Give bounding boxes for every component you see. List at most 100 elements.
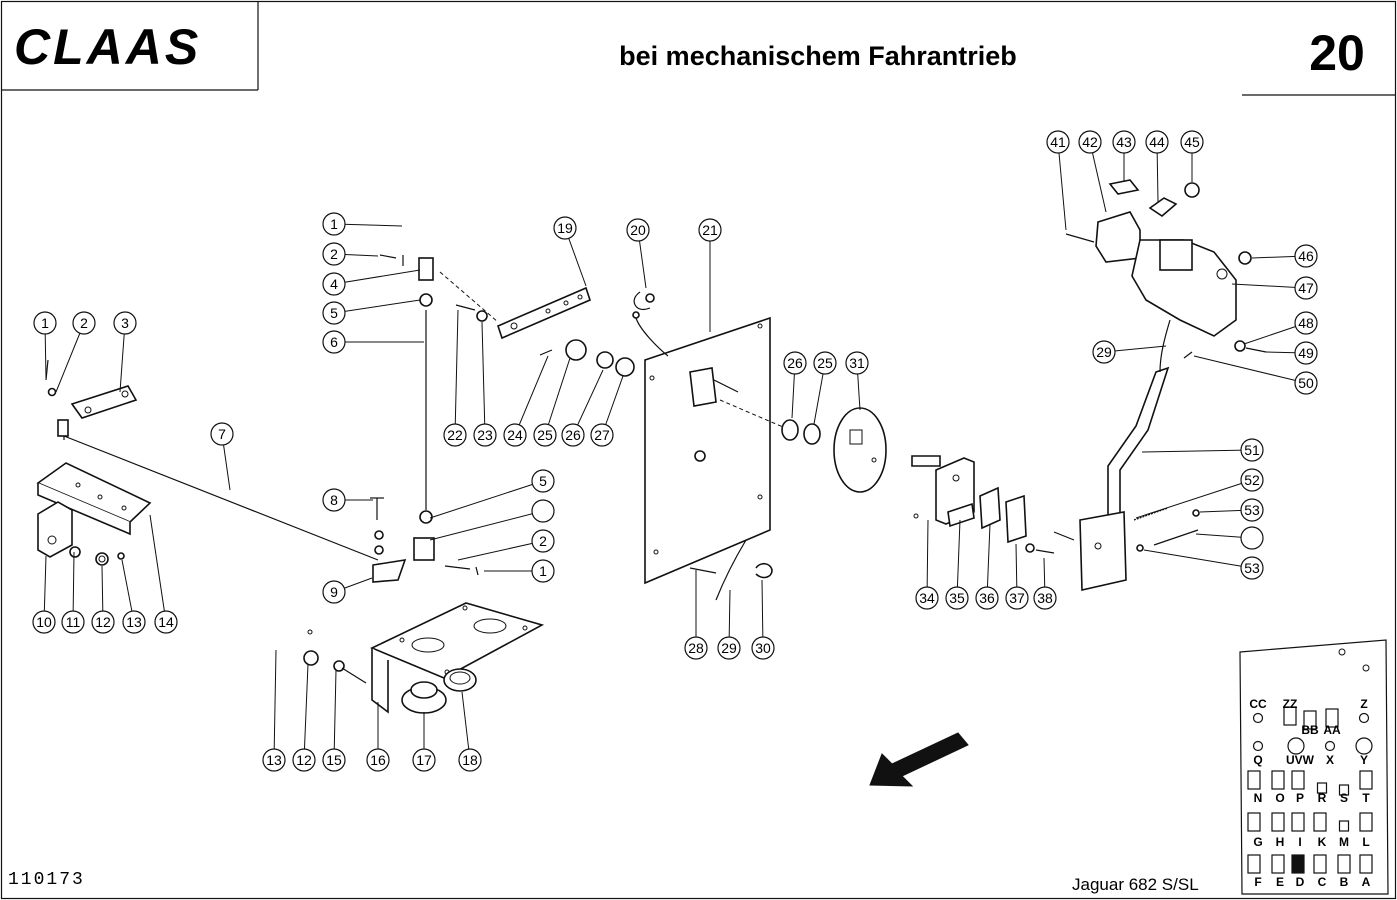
callout-number: 8 xyxy=(330,492,338,508)
panel-position-marker xyxy=(1247,854,1261,874)
callout-number: 12 xyxy=(95,614,111,630)
panel-position-label: I xyxy=(1298,835,1301,849)
drawing-code: 110173 xyxy=(8,870,85,890)
callout-circle xyxy=(72,311,96,335)
callout-number: 53 xyxy=(1244,502,1260,518)
panel-position-label: T xyxy=(1362,791,1370,805)
callout-number: 26 xyxy=(565,427,581,443)
callout-circle xyxy=(322,488,346,512)
callout-leader xyxy=(572,369,604,436)
panel-position-label: S xyxy=(1340,791,1348,805)
callout-number: 35 xyxy=(949,590,965,606)
panel-position-label: Z xyxy=(1360,697,1367,711)
callout-bubble: 9 xyxy=(322,580,346,604)
callout-bubble: 13 xyxy=(122,610,146,634)
panel-position-marker xyxy=(1287,737,1305,755)
panel-position-label: D xyxy=(1296,875,1305,889)
panel-position-label: C xyxy=(1318,875,1327,889)
callout-bubble: 53 xyxy=(1240,498,1264,522)
callout-number: 25 xyxy=(537,427,553,443)
callout-bubble: 23 xyxy=(473,423,497,447)
callout-number: 38 xyxy=(1037,590,1053,606)
panel-position-label: G xyxy=(1253,835,1262,849)
callout-circle xyxy=(322,301,346,325)
callout-number: 11 xyxy=(66,614,81,630)
panel-position-marker xyxy=(1247,770,1261,790)
callout-number: 29 xyxy=(1096,344,1112,360)
part-linkage-rod xyxy=(57,419,379,561)
part-small-fasteners xyxy=(69,546,125,566)
callout-bubble: 44 xyxy=(1145,130,1169,154)
callout-circle xyxy=(561,423,585,447)
callout-bubble: 5 xyxy=(322,301,346,325)
callout-circle xyxy=(1145,130,1169,154)
callout-bubble: 22 xyxy=(443,423,467,447)
panel-position-label: F xyxy=(1254,875,1261,889)
callout-bubble: 2 xyxy=(322,242,346,266)
panel-position-label: L xyxy=(1362,835,1369,849)
callout-bubble: 14 xyxy=(154,610,178,634)
callout-circle xyxy=(1240,468,1264,492)
callout-circle xyxy=(1240,556,1264,580)
callout-bubble: 43 xyxy=(1112,130,1136,154)
callout-number: 52 xyxy=(1244,472,1260,488)
callout-bubble: 20 xyxy=(626,218,650,242)
callout-leader xyxy=(429,510,544,541)
callout-number: 2 xyxy=(539,533,547,549)
callout-circle xyxy=(590,423,614,447)
callout-circle xyxy=(1240,438,1264,462)
panel-position-label: CC xyxy=(1249,697,1267,711)
callout-circle xyxy=(322,330,346,354)
callout-bubble: 13 xyxy=(262,748,286,772)
callout-bubble: 2 xyxy=(531,529,555,553)
callout-bubble: 16 xyxy=(366,748,390,772)
callout-number: 16 xyxy=(370,752,386,768)
callout-leader xyxy=(514,355,549,436)
callout-number: 46 xyxy=(1298,248,1314,264)
callout-number: 37 xyxy=(1009,590,1025,606)
callout-circle xyxy=(61,610,85,634)
brand-logo: CLAAS xyxy=(14,19,201,75)
callout-number: 2 xyxy=(80,315,88,331)
callout-bubble: 18 xyxy=(458,748,482,772)
callout-bubble: 10 xyxy=(32,610,56,634)
panel-position-marker xyxy=(1271,770,1285,790)
part-control-panel-plate xyxy=(632,291,791,601)
callout-leader xyxy=(1141,449,1253,453)
callout-number: 14 xyxy=(158,614,174,630)
callout-number: 5 xyxy=(539,473,547,489)
callout-number: 53 xyxy=(1244,560,1260,576)
callout-circle xyxy=(292,748,316,772)
page-title: bei mechanischem Fahrantrieb xyxy=(619,41,1017,71)
part-shift-lever xyxy=(1053,319,1200,591)
callout-bubble: 3 xyxy=(113,311,137,335)
callout-circle xyxy=(1112,130,1136,154)
callout-circle xyxy=(458,748,482,772)
callout-number: 34 xyxy=(919,590,935,606)
callout-number: 7 xyxy=(218,426,226,442)
callout-circle xyxy=(531,499,555,523)
callout-leader xyxy=(303,663,309,761)
callout-number: 41 xyxy=(1050,134,1066,150)
callout-bubble: 45 xyxy=(1180,130,1204,154)
callout-bubble: 37 xyxy=(1005,586,1029,610)
panel-position-label: UVW xyxy=(1286,753,1315,767)
panel-position-marker xyxy=(1313,812,1327,832)
callout-circle xyxy=(113,311,137,335)
callout-bubble: 19 xyxy=(553,216,577,240)
callout-bubble xyxy=(531,499,555,523)
callout-leader xyxy=(1143,549,1253,569)
callout-bubble: 29 xyxy=(717,636,741,660)
callout-bubble: 15 xyxy=(322,748,346,772)
callout-leader xyxy=(1231,283,1307,289)
callout-number: 30 xyxy=(755,640,771,656)
callout-number: 20 xyxy=(630,222,646,238)
callout-circle xyxy=(322,242,346,266)
callout-circle xyxy=(322,580,346,604)
callout-bubble: 29 xyxy=(1092,340,1116,364)
callout-bubble: 35 xyxy=(945,586,969,610)
callout-number: 49 xyxy=(1298,345,1314,361)
panel-mount-hole xyxy=(1338,648,1346,656)
